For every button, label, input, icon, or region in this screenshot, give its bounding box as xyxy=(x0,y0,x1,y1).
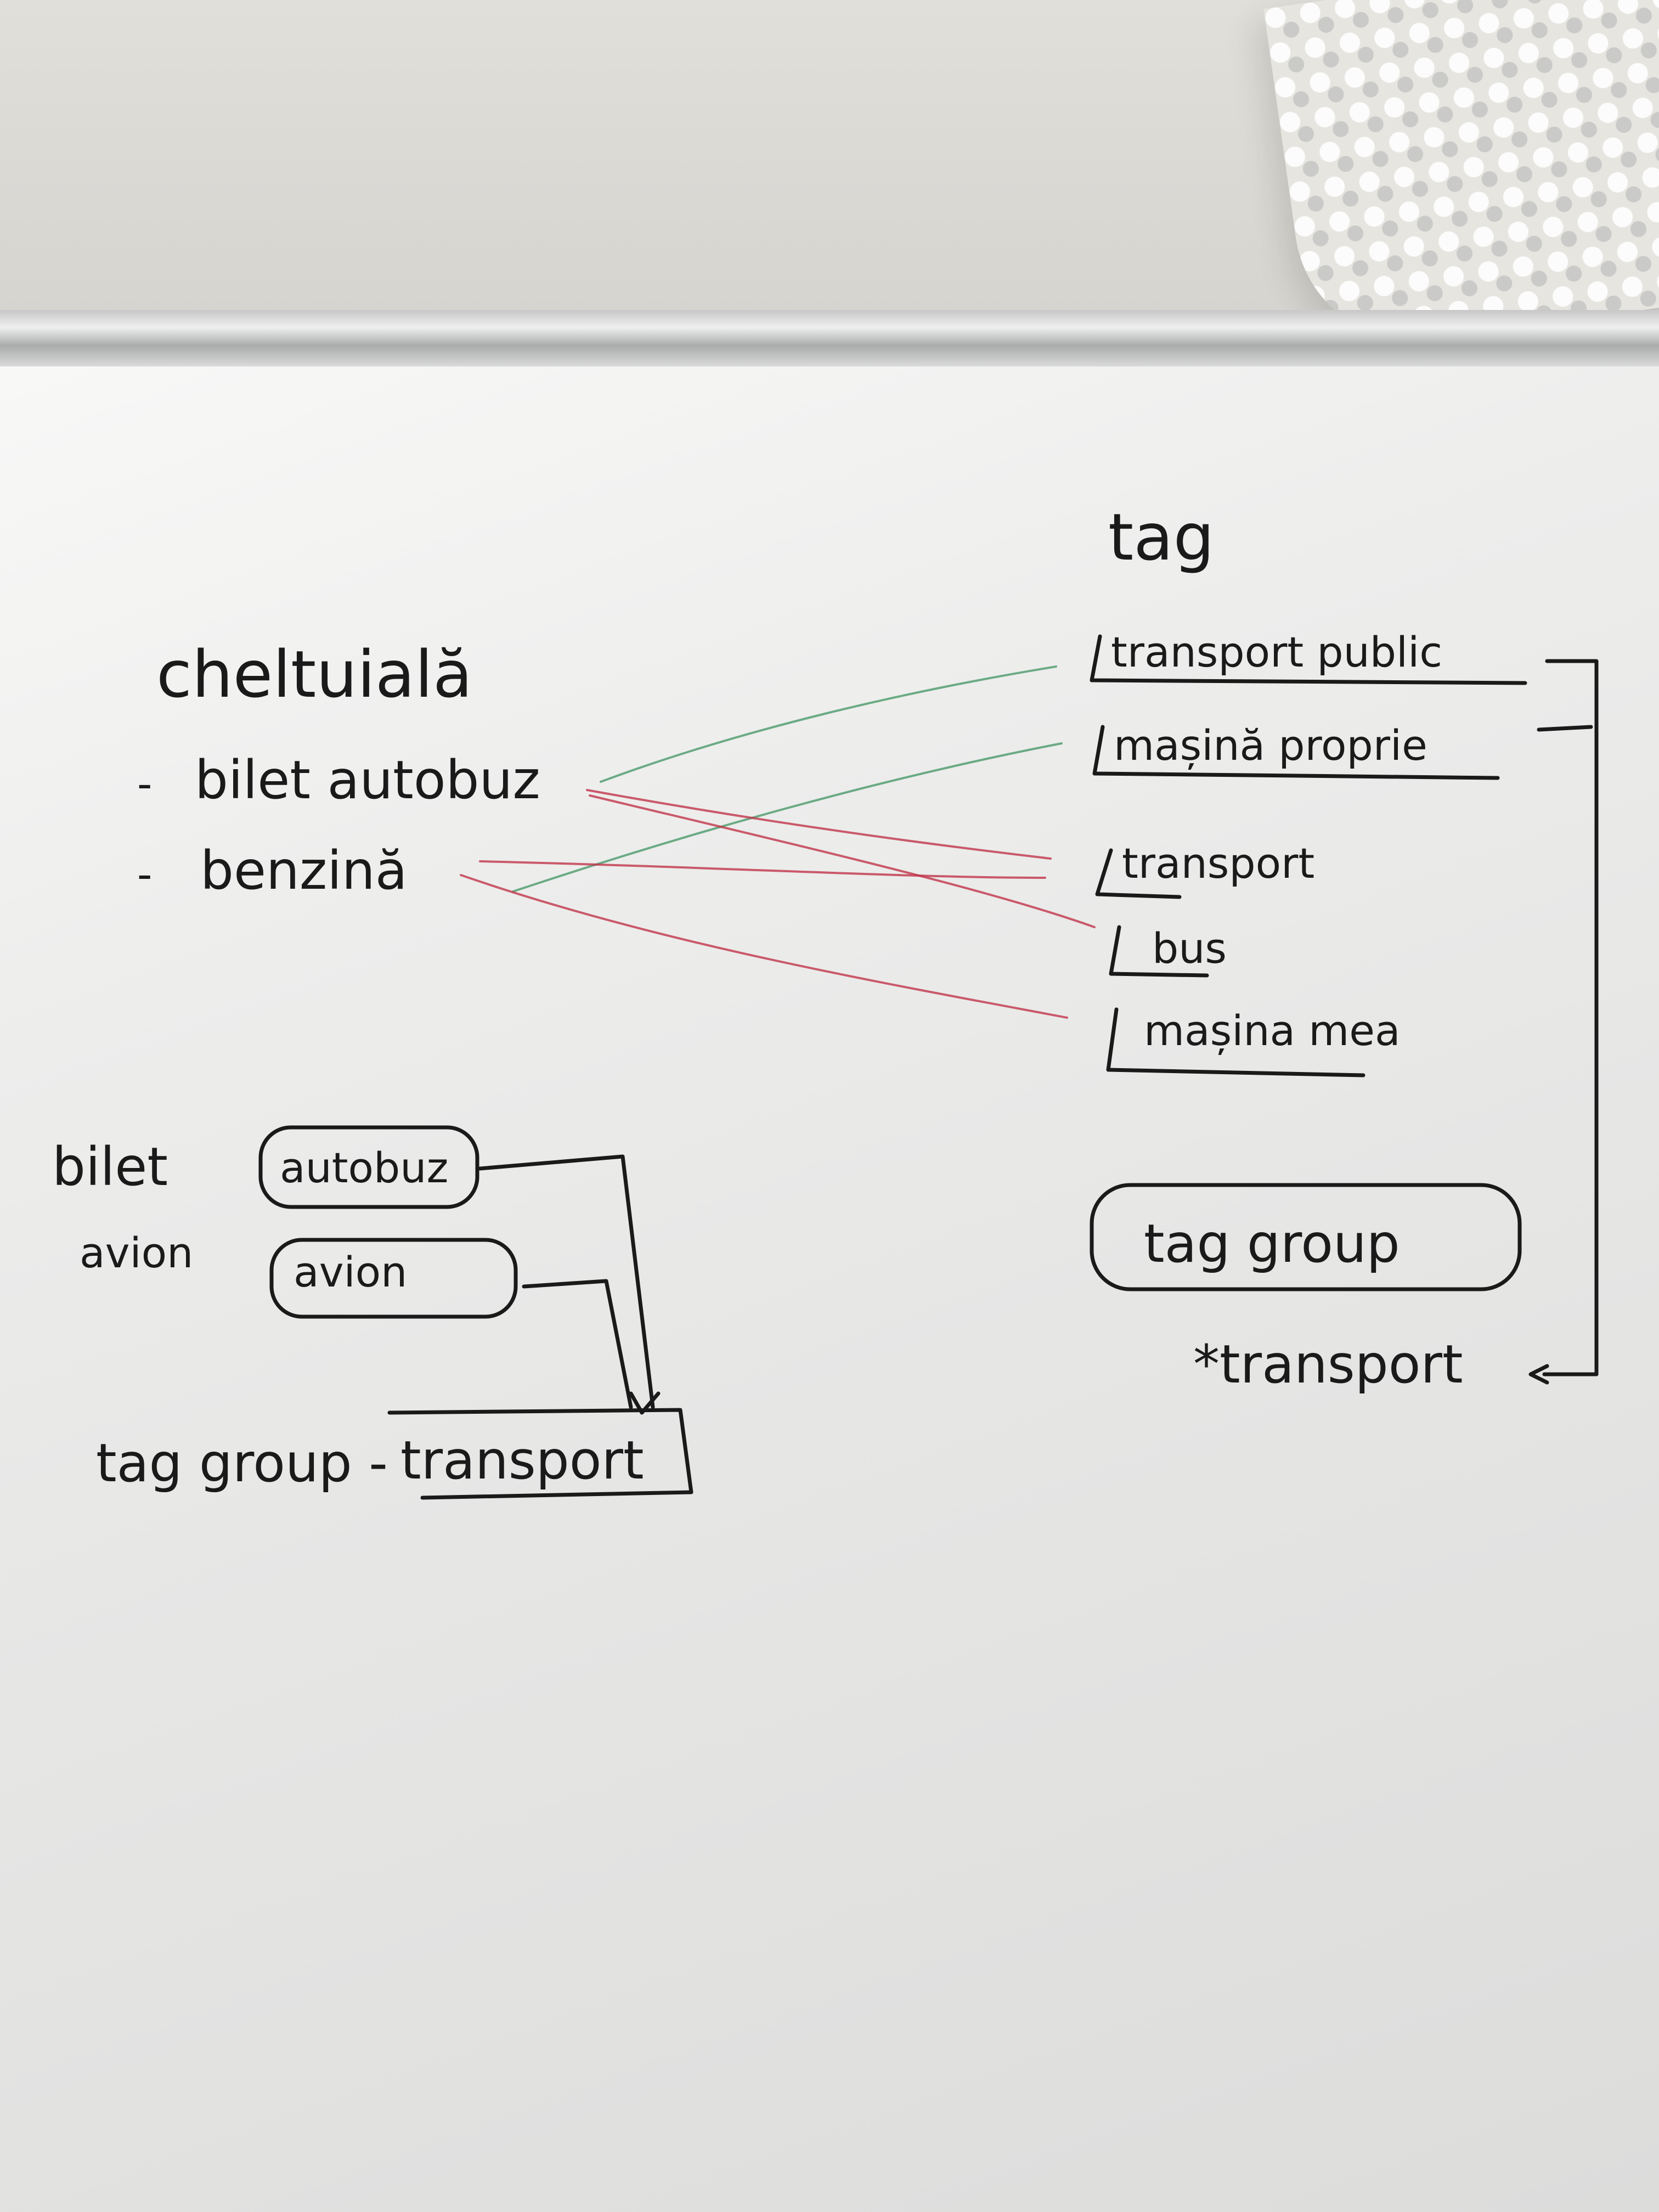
link-benzina-to-masina-mea xyxy=(460,874,1068,1019)
group-value: transport xyxy=(400,1430,644,1491)
expense-dash-2: - xyxy=(137,850,152,899)
tag-bracket-5 xyxy=(1106,1007,1365,1077)
tag-box-autobuz xyxy=(258,1125,479,1209)
expense-heading: cheltuială xyxy=(156,636,472,712)
tag-item-masina-proprie: mașină proprie xyxy=(1114,721,1427,770)
tag-bracket-3 xyxy=(1095,848,1182,899)
tag-group-box xyxy=(1090,1183,1522,1291)
tag-box-avion-text: avion xyxy=(294,1248,407,1296)
tag-item-bus: bus xyxy=(1152,924,1227,973)
row-word-bilet: bilet xyxy=(52,1136,168,1198)
tag-box-avion xyxy=(269,1238,518,1319)
expense-dash-1: - xyxy=(137,759,152,808)
tag-bracket-4 xyxy=(1109,925,1209,978)
tag-group-bracket-tick xyxy=(1537,725,1593,732)
tag-group-label: tag group xyxy=(1144,1213,1400,1274)
expense-item-benzina: benzină xyxy=(200,840,408,901)
row-word-avion: avion xyxy=(80,1228,193,1277)
tag-box-autobuz-text: autobuz xyxy=(280,1143,448,1192)
group-prefix: tag group - xyxy=(96,1432,388,1494)
link-bilet-to-transport xyxy=(586,789,1052,860)
tag-bracket-1 xyxy=(1090,634,1527,685)
tag-heading: tag xyxy=(1108,499,1214,575)
expense-item-bilet-autobuz: bilet autobuz xyxy=(195,749,540,811)
tag-item-transport: transport xyxy=(1122,839,1314,888)
arrow-head-down-icon xyxy=(629,1391,661,1415)
arrow-autobuz-to-group xyxy=(478,1154,655,1409)
arrow-head-icon xyxy=(1528,1364,1549,1385)
tag-group-note: *transport xyxy=(1193,1334,1463,1395)
whiteboard-frame-rail xyxy=(0,310,1659,368)
link-bilet-to-transport-public xyxy=(600,665,1057,783)
tag-item-masina-mea: mașina mea xyxy=(1144,1006,1401,1055)
link-benzina-to-masina-proprie xyxy=(512,742,1063,893)
tag-group-bracket xyxy=(1542,659,1599,1376)
tag-bracket-2 xyxy=(1092,725,1500,780)
link-benzina-to-transport xyxy=(479,860,1046,879)
arrow-avion-to-group xyxy=(522,1279,633,1409)
tag-item-transport-public: transport public xyxy=(1111,628,1442,676)
group-value-box xyxy=(387,1408,693,1500)
link-bilet-to-bus xyxy=(589,794,1096,928)
